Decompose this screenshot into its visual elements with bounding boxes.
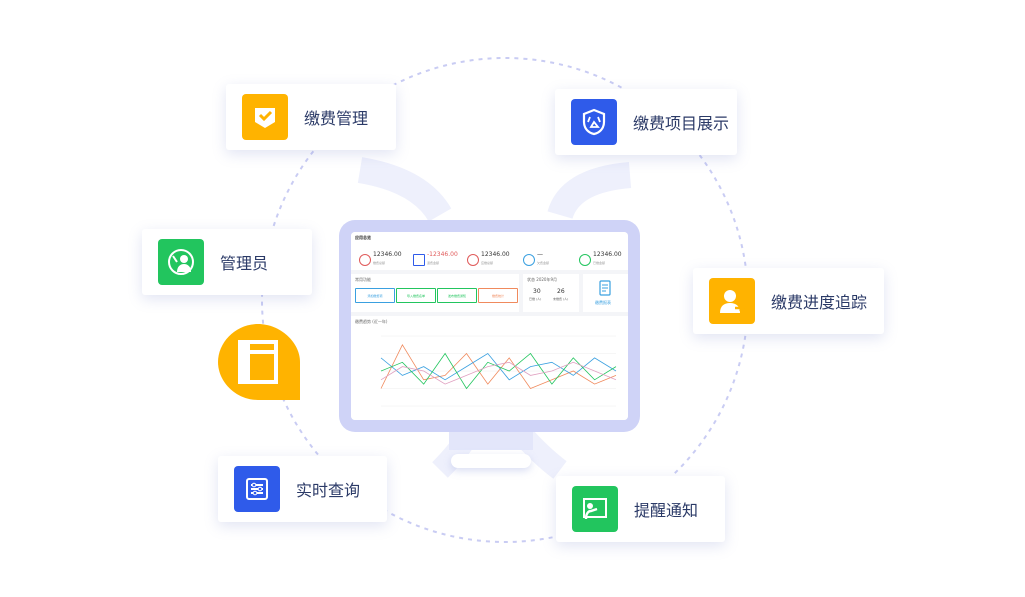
- card-fee-items[interactable]: 缴费项目展示: [555, 89, 737, 155]
- stat-item: —欠费金额: [521, 248, 579, 272]
- chart-series-line: [380, 352, 617, 390]
- card-label: 缴费管理: [304, 109, 369, 128]
- quick-button[interactable]: 发布缴费通知: [437, 288, 477, 303]
- card-label: 缴费项目展示: [633, 114, 730, 133]
- trend-line-chart: [380, 335, 617, 407]
- card-fee-management[interactable]: 缴费管理: [226, 84, 396, 150]
- card-label: 缴费进度追踪: [771, 293, 868, 312]
- card-admin[interactable]: 管理员: [142, 229, 312, 295]
- chart-series-line: [380, 343, 617, 389]
- card-reminder[interactable]: 提醒通知: [556, 476, 725, 542]
- quick-button[interactable]: 导入缴费名单: [396, 288, 436, 303]
- dashboard-title: 应用总览: [355, 235, 371, 240]
- chart-panel: 缴费趋势 (近一年): [351, 316, 628, 420]
- card-realtime-query[interactable]: 实时查询: [218, 456, 387, 522]
- monitor-stand: [449, 432, 533, 450]
- quick-button[interactable]: 缴费统计: [478, 288, 518, 303]
- status-value: 30: [533, 288, 541, 295]
- layout-badge-icon: [218, 324, 300, 400]
- chart-series-line: [380, 361, 617, 385]
- status-panel: 状态 2020年9月 30 已缴 (人) 26 未缴费 (人): [523, 274, 579, 312]
- quick-actions-title: 常用功能: [355, 277, 371, 282]
- status-value: 26: [557, 288, 565, 295]
- user-arrow-icon: [709, 278, 755, 324]
- card-label: 实时查询: [296, 481, 361, 500]
- card-progress[interactable]: 缴费进度追踪: [693, 268, 884, 334]
- heart-check-badge-icon: [242, 94, 288, 140]
- shield-public-icon: [571, 99, 617, 145]
- monitor-base: [451, 454, 531, 468]
- chart-title: 缴费趋势 (近一年): [355, 319, 388, 324]
- status-sub: 未缴费 (人): [553, 297, 569, 301]
- card-label: 提醒通知: [634, 501, 699, 520]
- status-sub: 已缴 (人): [529, 297, 542, 301]
- sliders-list-icon: [234, 466, 280, 512]
- card-label: 管理员: [220, 254, 269, 273]
- presenter-board-icon: [572, 486, 618, 532]
- status-title: 状态 2020年9月: [527, 277, 557, 282]
- admin-user-icon: [158, 239, 204, 285]
- report-panel[interactable]: 缴费报表: [583, 274, 628, 312]
- quick-button[interactable]: 添加缴费项: [355, 288, 395, 303]
- report-label: 缴费报表: [595, 300, 611, 305]
- document-icon: [599, 280, 611, 296]
- quick-actions-panel: 常用功能 添加缴费项 导入缴费名单 发布缴费通知 缴费统计: [351, 274, 519, 312]
